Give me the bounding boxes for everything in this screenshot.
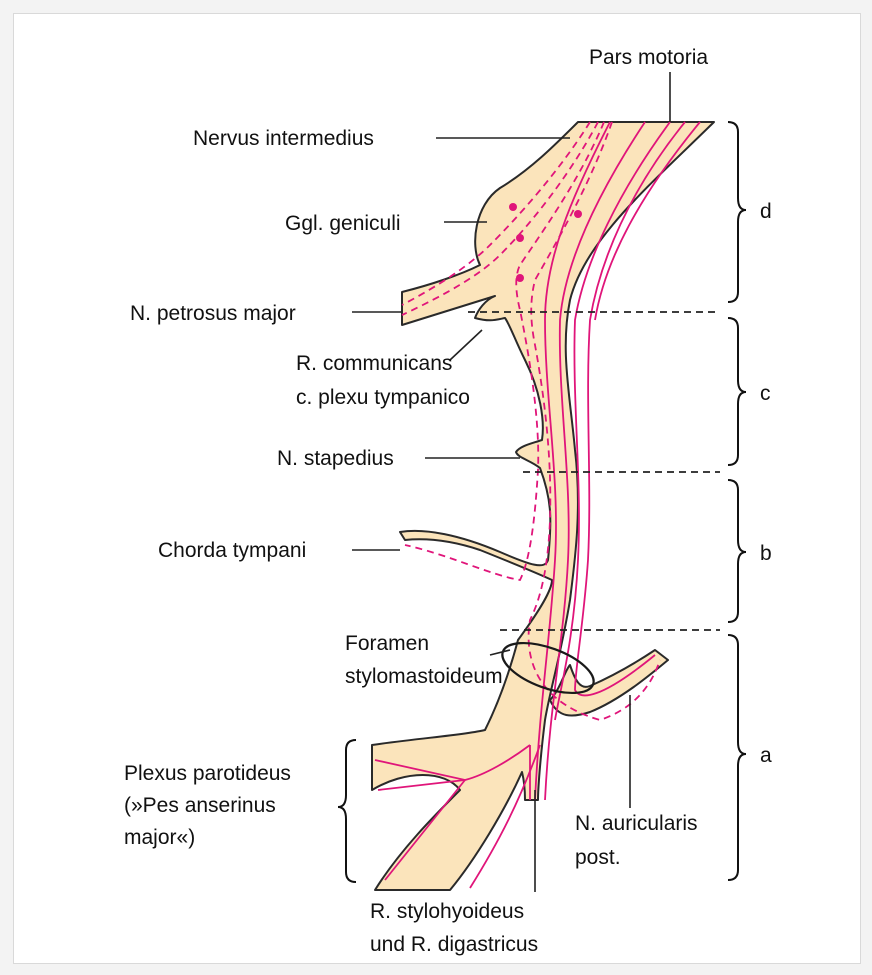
label-major: major«) — [124, 826, 195, 849]
nerve-body — [372, 122, 714, 890]
label-r-communicans: R. communicans — [296, 352, 452, 375]
brace-c — [728, 318, 746, 465]
segment-braces — [728, 122, 746, 880]
segment-label-c: c — [760, 382, 771, 405]
label-n-stapedius: N. stapedius — [277, 447, 394, 470]
label-n-auricularis: N. auricularis — [575, 812, 698, 835]
label-pars-motoria: Pars motoria — [589, 46, 708, 69]
label-post: post. — [575, 846, 621, 869]
segment-label-b: b — [760, 542, 772, 565]
label-r-stylohyoideus: R. stylohyoideus — [370, 900, 524, 923]
label-plexus-parotideus: Plexus parotideus — [124, 762, 291, 785]
label-und-r-digastricus: und R. digastricus — [370, 933, 538, 956]
segment-label-d: d — [760, 200, 772, 223]
label-chorda-tympani: Chorda tympani — [158, 539, 306, 562]
label-pes-anserinus: (»Pes anserinus — [124, 794, 276, 817]
label-nervus-intermedius: Nervus intermedius — [193, 127, 374, 150]
label-stylomastoideum: stylomastoideum — [345, 665, 503, 688]
brace-a — [728, 635, 746, 880]
label-n-petrosus-major: N. petrosus major — [130, 302, 296, 325]
segment-dividers — [468, 312, 720, 630]
label-ggl-geniculi: Ggl. geniculi — [285, 212, 401, 235]
brace-d — [728, 122, 746, 302]
brace-plexus — [338, 740, 356, 882]
label-foramen: Foramen — [345, 632, 429, 655]
brace-b — [728, 480, 746, 622]
segment-label-a: a — [760, 744, 772, 767]
label-c-plexu-tympanico: c. plexu tympanico — [296, 386, 470, 409]
facial-nerve-trunk — [372, 122, 714, 890]
